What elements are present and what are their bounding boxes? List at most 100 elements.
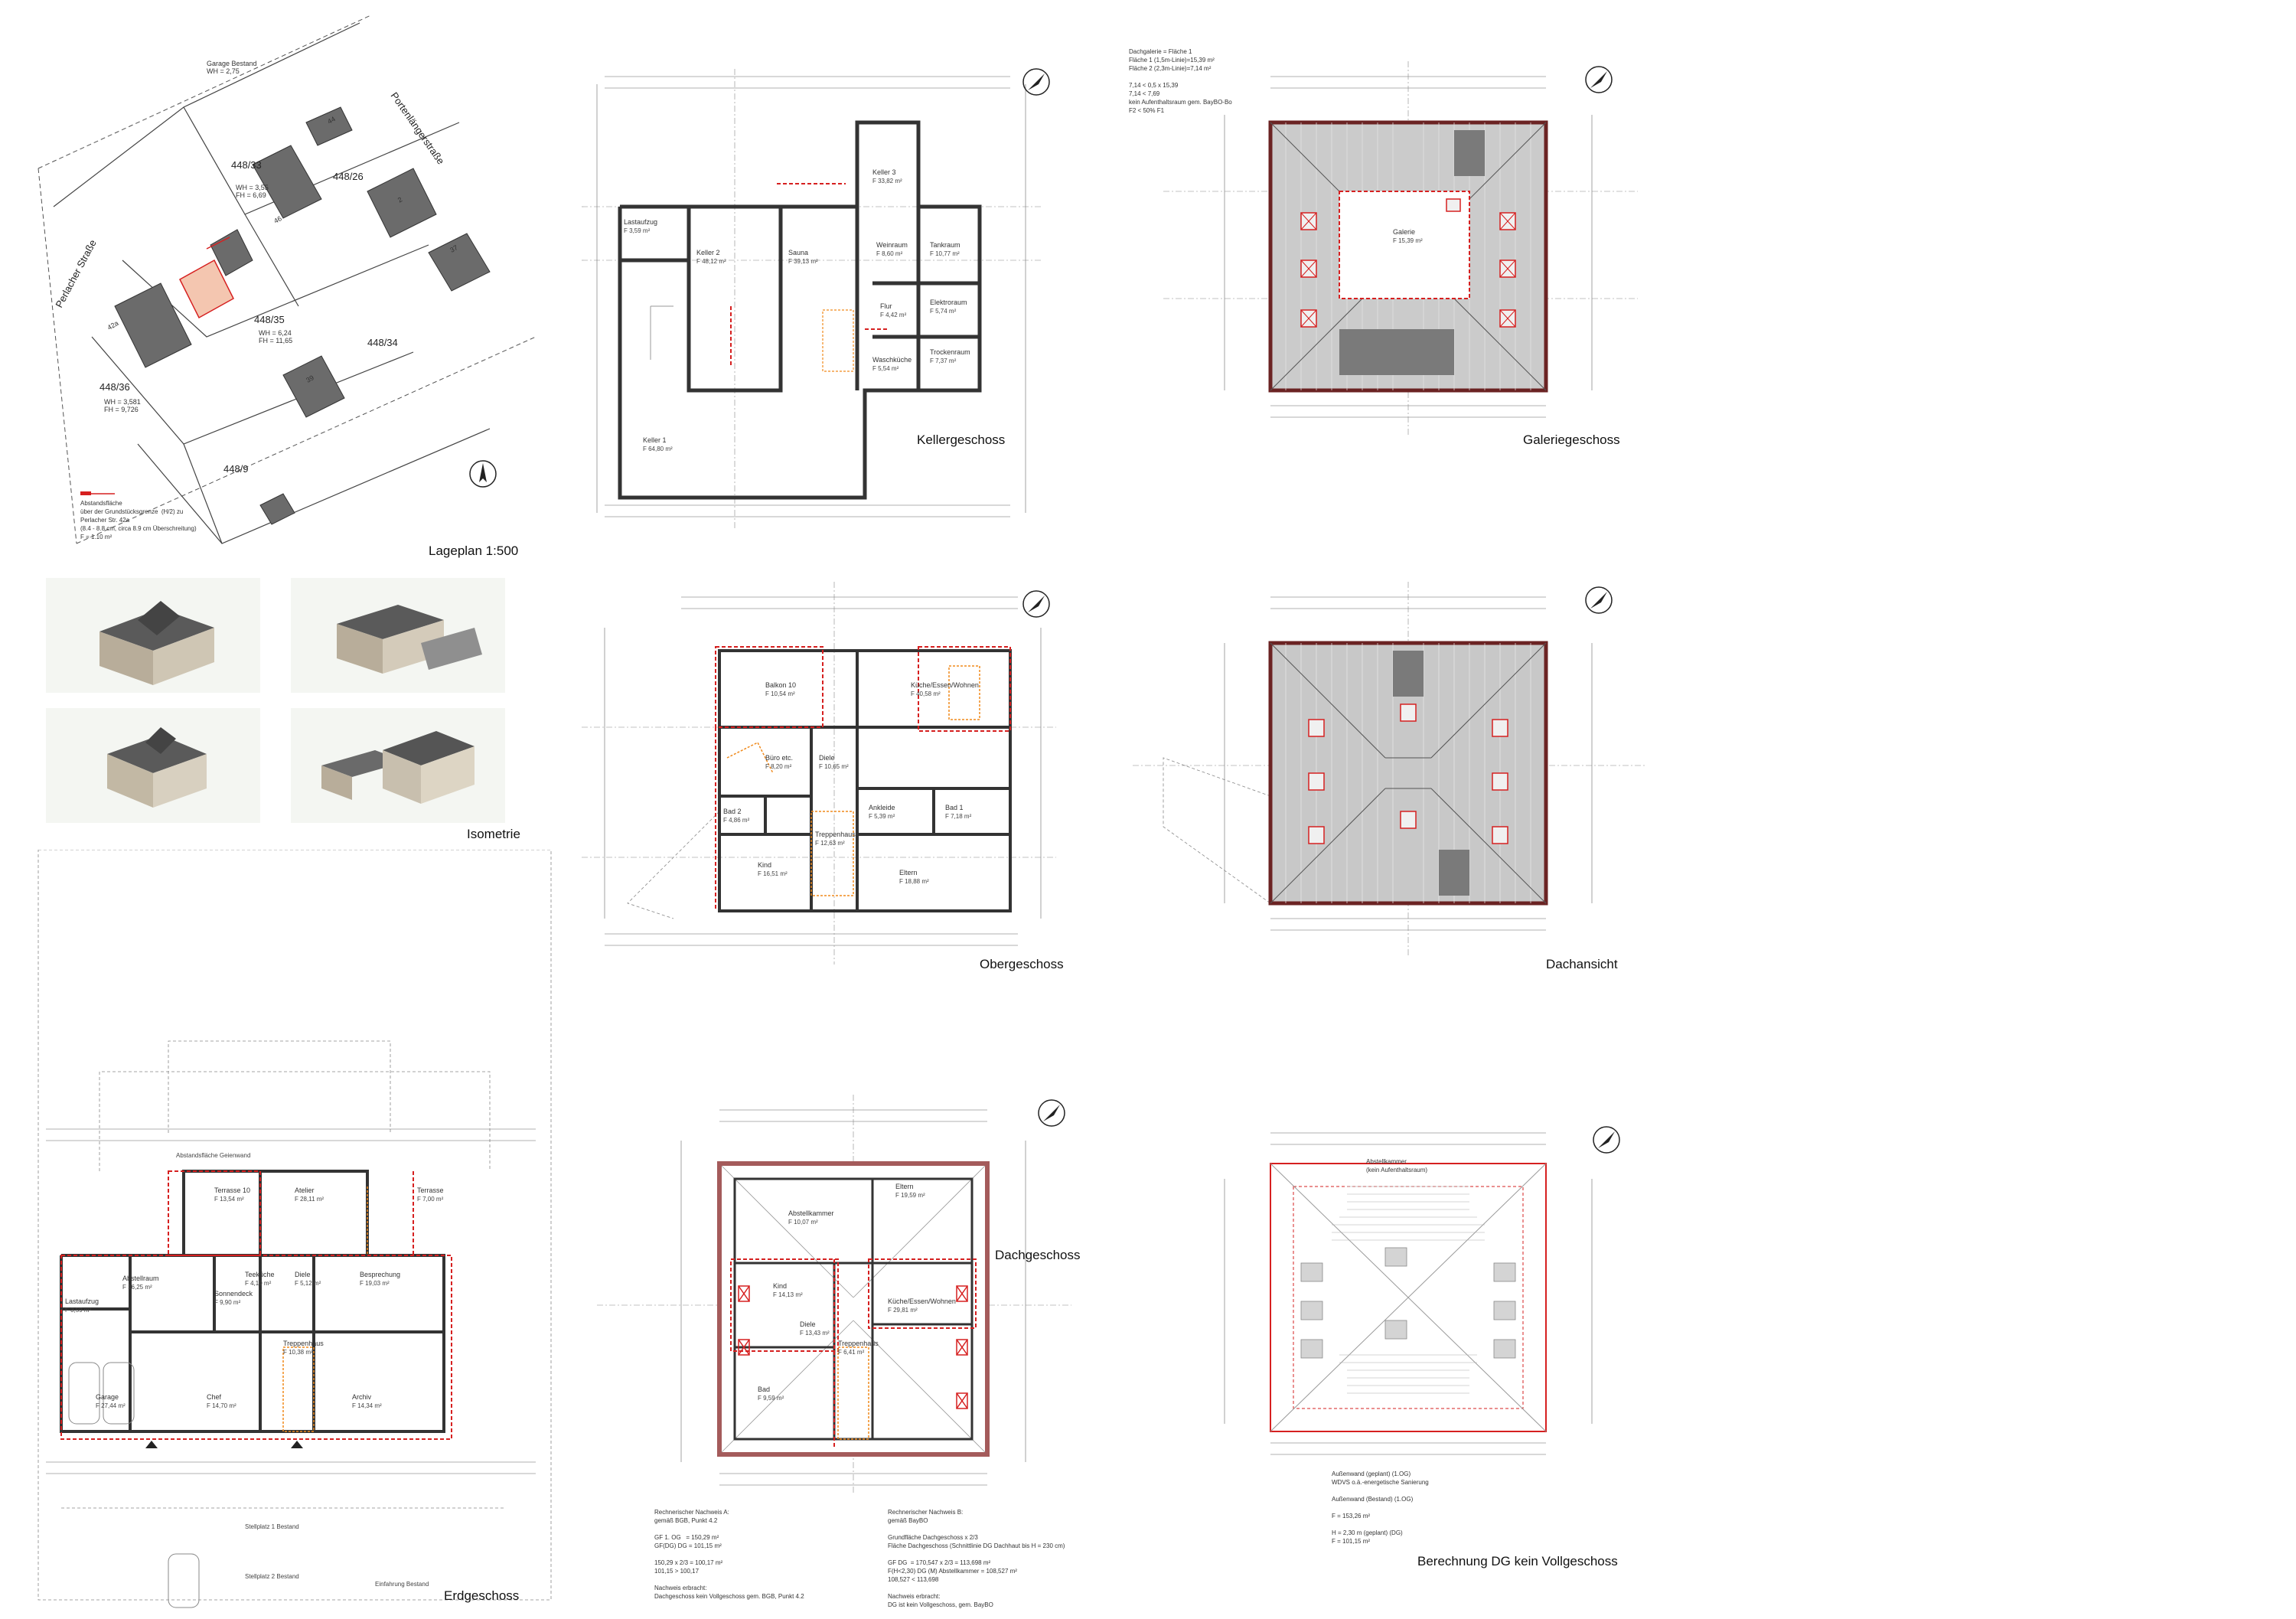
caption-basement: Kellergeschoss (917, 432, 1006, 447)
isometric-view (291, 578, 505, 693)
room-area: F 12,63 m² (815, 840, 845, 847)
room-area: F 7,37 m² (930, 357, 957, 364)
site-legend: Abstandsfläche über der Grundstücksgrenz… (80, 500, 197, 540)
attic-calculation: Abstellkammer (kein Aufenthaltsraum) Auß… (1117, 1118, 1668, 1592)
room-name: Keller 2 (696, 249, 720, 256)
room-area: F 27,44 m² (96, 1402, 126, 1409)
ground-floor-plan: Abstandsfläche Geienwand Terrasse 10 F 1… (31, 850, 566, 1615)
room-name: Diele (819, 754, 835, 762)
ground-floor-note: Abstandsfläche Geienwand (176, 1152, 251, 1159)
room-area: F 4,42 m² (880, 312, 907, 318)
parcel-label: 448/26 (333, 171, 364, 182)
caption-attic-calculation: Berechnung DG kein Vollgeschoss (1417, 1554, 1618, 1568)
room-name: Bad (758, 1386, 771, 1393)
north-arrow-icon (1038, 1099, 1065, 1127)
room-area: F 4,10 m² (245, 1280, 272, 1287)
upper-floor-plan: Balkon 10 F 10,54 m² Küche/Essen/Wohnen … (582, 582, 1071, 980)
north-arrow-icon (1585, 586, 1613, 614)
isometric-view (46, 578, 260, 693)
ground-floor-note: Einfahrung Bestand (375, 1581, 429, 1588)
room-area: F 13,43 m² (800, 1330, 830, 1337)
caption-upper-floor: Obergeschoss (980, 957, 1064, 971)
site-plan-drawing (38, 15, 536, 544)
room-name: Diele (295, 1271, 311, 1278)
north-arrow-icon (1022, 590, 1050, 618)
room-name: Waschküche (872, 356, 912, 364)
caption-site-plan: Lageplan 1:500 (429, 543, 519, 558)
parcel-note: WH = 3,581 FH = 9,726 (104, 398, 141, 413)
caption-roof-view: Dachansicht (1546, 957, 1618, 971)
attic-calc-proof-a: Rechnerischer Nachweis A: gemäß BGB, Pun… (654, 1509, 804, 1600)
parcel-label: 448/33 (231, 159, 262, 171)
room-name: Terrasse (417, 1187, 444, 1194)
room-name: Atelier (295, 1187, 315, 1194)
caption-ground-floor: Erdgeschoss (444, 1588, 520, 1603)
room-name: Lastaufzug (65, 1297, 99, 1305)
room-name: Garage (96, 1393, 119, 1401)
caption-gallery-floor: Galeriegeschoss (1523, 432, 1620, 447)
caption-attic-floor: Dachgeschoss (995, 1248, 1081, 1262)
room-name: Galerie (1393, 228, 1416, 236)
room-area: F 40,58 m² (911, 690, 941, 697)
room-name: Keller 1 (643, 436, 667, 444)
gallery-note: Dachgalerie = Fläche 1 Fläche 1 (1,5m-Li… (1129, 48, 1232, 114)
garage-label: Garage Bestand WH = 2,75 (207, 60, 257, 75)
parcel-label: 448/36 (99, 381, 130, 393)
room-name: Tankraum (930, 241, 960, 249)
room-area: F 10,54 m² (765, 690, 795, 697)
north-arrow-icon (1585, 66, 1613, 93)
room-area: F 13,54 m² (214, 1196, 244, 1203)
room-name: Keller 3 (872, 168, 896, 176)
room-area: F 5,39 m² (869, 813, 895, 820)
room-name: Trockenraum (930, 348, 970, 356)
attic-calculation-drawing (1224, 1132, 1593, 1455)
room-area: F 10,38 m² (283, 1349, 313, 1356)
room-area: F 48,12 m² (696, 258, 726, 265)
isometric-views: Isometrie (31, 566, 536, 857)
attic-calc-proof-b: Rechnerischer Nachweis B: gemäß BayBO Gr… (888, 1509, 1065, 1608)
room-name: Eltern (899, 869, 918, 876)
room-area: F 16,25 m² (122, 1284, 152, 1291)
room-name: Flur (880, 302, 892, 310)
room-area: F 4,86 m² (723, 817, 750, 824)
room-name: Teeküche (245, 1271, 275, 1278)
room-area: F 18,88 m² (899, 878, 929, 885)
gallery-floor-drawing (1163, 61, 1638, 436)
attic-calc-top-note: Abstellkammer (kein Aufenthaltsraum) (1366, 1158, 1428, 1173)
room-name: Abstellkammer (788, 1209, 834, 1217)
room-name: Lastaufzug (624, 218, 658, 226)
room-name: Weinraum (876, 241, 908, 249)
parcel-note: WH = 6,24 FH = 11,65 (259, 329, 293, 344)
room-name: Eltern (895, 1183, 914, 1190)
north-arrow-icon (1593, 1126, 1620, 1154)
room-name: Küche/Essen/Wohnen (888, 1297, 956, 1305)
room-area: F 9,90 m² (214, 1299, 241, 1306)
room-name: Bad 1 (945, 804, 964, 811)
room-name: Treppenhaus (838, 1340, 879, 1347)
ground-floor-note: Stellplatz 1 Bestand (245, 1523, 299, 1530)
room-name: Elektroraum (930, 299, 967, 306)
parcel-label: 448/35 (254, 314, 285, 325)
room-name: Ankleide (869, 804, 895, 811)
room-name: Treppenhaus (283, 1340, 324, 1347)
room-area: F 10,07 m² (788, 1219, 818, 1226)
room-area: F 3,59 m² (624, 227, 651, 234)
room-area: F 33,82 m² (872, 178, 902, 184)
room-area: F 3,59 m² (65, 1307, 92, 1314)
room-name: Kind (758, 861, 772, 869)
basement-plan: Keller 3 F 33,82 m² Keller 2 F 48,12 m² … (582, 54, 1071, 543)
ground-floor-note: Stellplatz 2 Bestand (245, 1573, 299, 1580)
room-area: F 16,51 m² (758, 870, 788, 877)
room-area: F 7,00 m² (417, 1196, 444, 1203)
gallery-floor-plan: Dachgalerie = Fläche 1 Fläche 1 (1,5m-Li… (1117, 38, 1668, 467)
room-name: Sonnendeck (214, 1290, 253, 1297)
room-area: F 10,65 m² (819, 763, 849, 770)
room-area: F 19,59 m² (895, 1192, 925, 1199)
room-area: F 28,11 m² (295, 1196, 325, 1203)
room-area: F 14,34 m² (352, 1402, 382, 1409)
attic-calc-legend: Außenwand (geplant) (1.OG) WDVS o.ä.-ene… (1332, 1470, 1429, 1545)
attic-floor-plan: Eltern F 19,59 m² Abstellkammer F 10,07 … (582, 1095, 1087, 1608)
room-area: F 39,13 m² (788, 258, 818, 265)
parcel-note: WH = 3,55 FH = 6,69 (236, 184, 269, 199)
room-area: F 14,70 m² (207, 1402, 236, 1409)
